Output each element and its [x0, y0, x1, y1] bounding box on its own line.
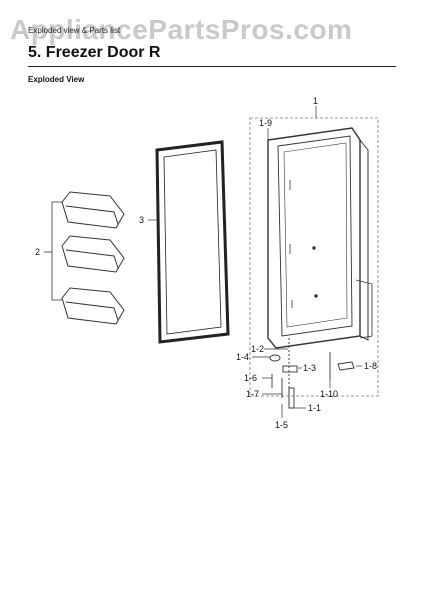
label-1-2: 1-2	[251, 344, 264, 354]
label-1-10: 1-10	[320, 389, 338, 399]
leader-lines	[148, 106, 362, 418]
view-subtitle: Exploded View	[28, 75, 85, 84]
section-caption: Exploded view & Parts list	[28, 26, 121, 35]
label-2: 2	[35, 247, 40, 257]
door-guard-bins	[61, 191, 125, 325]
freezer-door-assembly	[267, 127, 373, 349]
label-1-4: 1-4	[236, 352, 249, 362]
label-1-9: 1-9	[259, 118, 272, 128]
label-1-3: 1-3	[303, 363, 316, 373]
watermark: AppliancePartsPros.com	[10, 14, 353, 45]
label-1-8: 1-8	[364, 361, 377, 371]
bins-bracket	[51, 201, 62, 301]
label-3: 3	[139, 215, 144, 225]
label-1-6: 1-6	[244, 373, 257, 383]
assembly-dashed-box	[249, 117, 379, 397]
label-1-1: 1-1	[308, 403, 321, 413]
label-1-5: 1-5	[275, 420, 288, 430]
page-title: 5. Freezer Door R	[28, 44, 161, 61]
title-rule	[28, 66, 396, 67]
label-1-7: 1-7	[246, 389, 259, 399]
door-gasket	[155, 140, 230, 344]
hinge-parts	[269, 338, 355, 409]
label-1: 1	[313, 96, 318, 106]
